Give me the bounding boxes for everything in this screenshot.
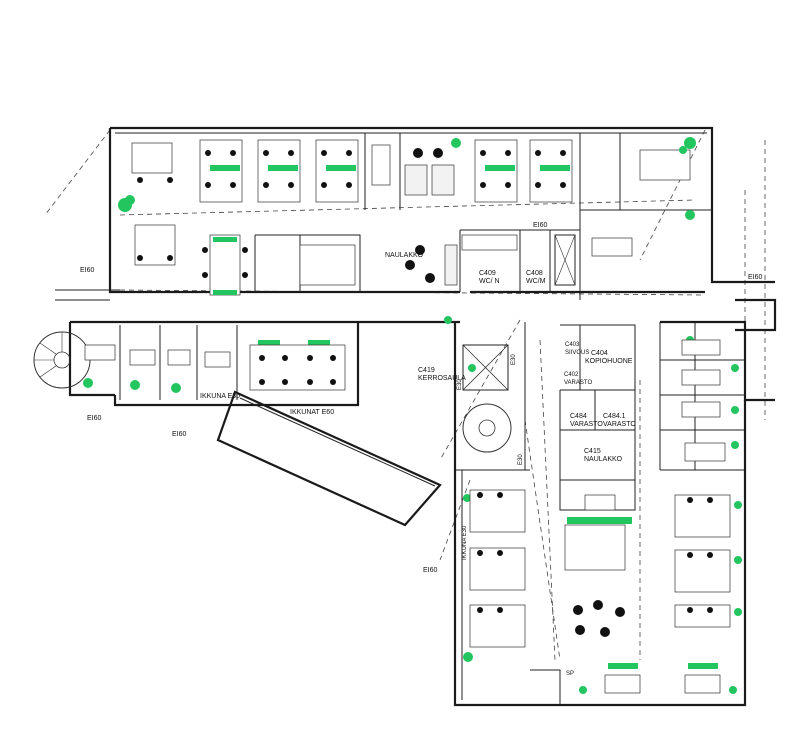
- label-e60-lower-left: EI60: [87, 415, 102, 422]
- label-c402-line1: C402: [564, 372, 579, 378]
- room-labels: EI60 EI60 EI60 EI60 EI60 EI60 NAULAKKO C…: [80, 222, 763, 677]
- label-e30-c: E30: [518, 454, 524, 465]
- label-c404-line2: KOPIOHUONE: [585, 358, 633, 365]
- label-c408-line1: C408: [526, 270, 543, 277]
- label-c415-line2: NAULAKKO: [584, 456, 623, 463]
- central-stair: [462, 234, 576, 453]
- label-c484-line1: C484: [570, 413, 587, 420]
- spiral-stair-left: [33, 331, 91, 389]
- task-chairs: [137, 150, 713, 613]
- label-c403-line1: C403: [565, 342, 580, 348]
- plants: [83, 137, 742, 694]
- label-c403-line2: SIIVOUS: [565, 350, 589, 356]
- label-c409-line1: C409: [479, 270, 496, 277]
- label-ikkunat-e60: IKKUNAT E60: [290, 409, 334, 416]
- label-c408-line2: WC/M: [526, 278, 546, 285]
- desk-grids-lower: [469, 339, 731, 694]
- label-c415-line1: C415: [584, 448, 601, 455]
- label-sp: SP: [566, 671, 574, 677]
- label-c4841-line1: C484.1: [603, 413, 626, 420]
- label-ikkuna-e30: IKKUNA E30: [200, 393, 240, 400]
- label-e30-a: E30: [457, 379, 463, 390]
- desk-clusters-top: [131, 139, 691, 296]
- lounge-chairs: [405, 148, 625, 637]
- label-c484-line2: VARASTO: [570, 421, 603, 428]
- label-c409-line2: WC/ N: [479, 278, 500, 285]
- angled-wing: [216, 390, 442, 527]
- label-e60-corridor: EI60: [172, 431, 187, 438]
- desks-left-wing: [84, 344, 346, 391]
- label-c4841-line2: VARASTO: [603, 421, 636, 428]
- label-e60-lower-mid: EI60: [423, 567, 438, 574]
- top-wing-walls: [108, 126, 775, 300]
- label-c419-line1: C419: [418, 367, 435, 374]
- label-e30-b: E30: [511, 354, 517, 365]
- label-e60-top-right: EI60: [533, 222, 548, 229]
- label-e60-right-mid: EI60: [748, 274, 763, 281]
- label-c419-line2: KERROSAULA: [418, 375, 466, 382]
- green-desk-strips: [210, 165, 718, 669]
- label-naulakko-top: NAULAKKO: [385, 252, 424, 259]
- label-c402-line2: VARASTO: [564, 380, 592, 386]
- label-e60-left: EI60: [80, 267, 95, 274]
- left-wing-walls: [55, 289, 460, 407]
- label-ikkuna-e30-vertical: IKKUNA E30: [462, 525, 468, 560]
- label-c404-line1: C404: [591, 350, 608, 357]
